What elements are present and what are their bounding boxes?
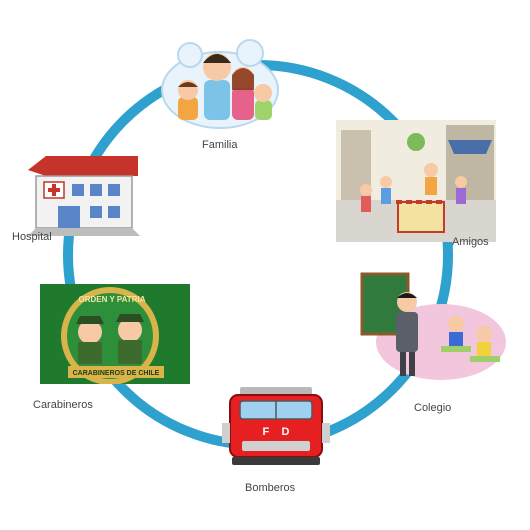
badge-bottom-text: CARABINEROS DE CHILE [73, 370, 160, 377]
school-classroom-icon [360, 272, 506, 380]
fire-truck-icon: F D [222, 387, 330, 465]
truck-letters: F D [263, 426, 290, 438]
node-label-carabineros: Carabineros [33, 399, 93, 411]
badge-top-text: ORDEN Y PATRIA [79, 295, 146, 304]
node-label-familia: Familia [202, 139, 238, 151]
node-label-bomberos: Bomberos [245, 482, 296, 494]
friends-street-icon [336, 120, 496, 242]
node-label-hospital: Hospital [12, 231, 52, 243]
node-label-amigos: Amigos [452, 236, 489, 248]
hospital-building-icon [28, 156, 140, 236]
node-label-colegio: Colegio [414, 402, 452, 414]
police-badge-icon: ORDEN Y PATRIA CARABINEROS DE CHILE [40, 284, 190, 384]
family-icon [161, 39, 279, 129]
